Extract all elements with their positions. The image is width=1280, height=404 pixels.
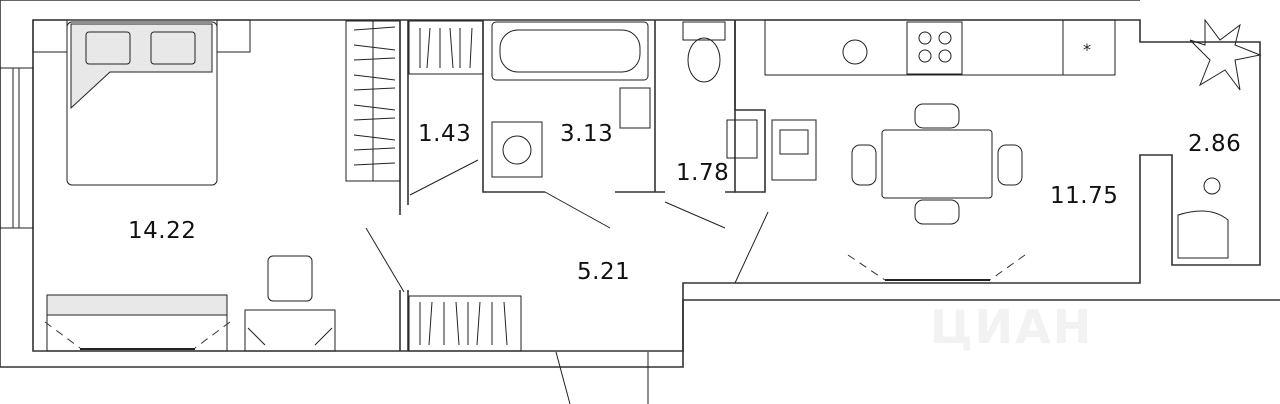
room-area-hallway: 5.21 (577, 259, 631, 285)
room-area-toilet: 1.78 (676, 160, 730, 186)
window-left (0, 67, 34, 229)
dining-table-icon (881, 129, 993, 199)
armchair-icon (1177, 210, 1229, 259)
outer-boundary (0, 0, 1280, 368)
door-icon (365, 159, 769, 404)
fridge-icon (1062, 19, 1116, 76)
kitchen-counter-icon (764, 19, 1064, 76)
toilet-icon (687, 37, 721, 83)
pouf-icon (267, 255, 313, 302)
watermark-logo: ЦИАН (930, 300, 1094, 354)
bed-icon (66, 21, 218, 186)
plant-icon (1189, 18, 1262, 91)
toilet-tank-icon (682, 21, 726, 41)
lamp-icon (1203, 177, 1221, 195)
room-area-bathroom: 3.13 (560, 121, 614, 147)
sink-icon (726, 119, 758, 159)
washing-machine-icon (491, 121, 543, 178)
exterior-wall (32, 19, 1261, 352)
room-area-closet: 1.43 (418, 121, 472, 147)
hallway-shelf-icon (408, 295, 522, 352)
dresser-icon (244, 309, 336, 352)
sink-icon (619, 87, 651, 129)
wall-bath (482, 20, 736, 193)
kitchen-sink-icon (771, 119, 817, 181)
nightstand-icon (32, 19, 68, 53)
dishwasher-icon (842, 39, 868, 65)
tv-stand-icon (46, 294, 228, 316)
svg-text:*: * (1083, 40, 1091, 59)
nightstand-icon (216, 19, 251, 53)
stove-icon (906, 21, 963, 75)
bathtub-icon (491, 21, 649, 81)
wall-closet (399, 20, 409, 351)
wall-kitchen (734, 20, 766, 193)
room-area-balcony: 2.86 (1188, 131, 1242, 157)
room-area-kitchen: 11.75 (1050, 183, 1119, 209)
hanger-lines (353, 26, 396, 166)
room-area-bedroom: 14.22 (128, 218, 197, 244)
closet-shelf-icon (408, 20, 484, 75)
